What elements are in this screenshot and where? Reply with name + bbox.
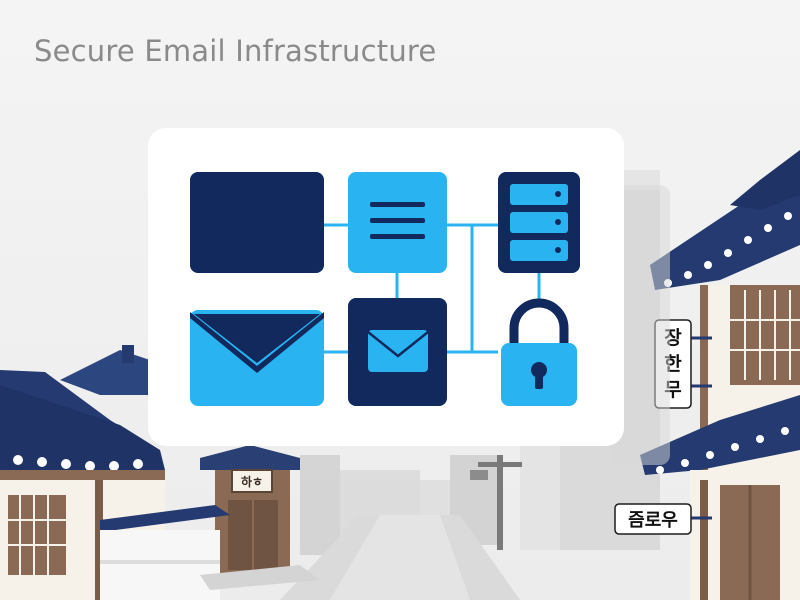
road <box>330 515 470 600</box>
horizontal-sign: 즘로우 <box>614 503 712 535</box>
window-icon <box>190 172 324 273</box>
document-icon <box>348 172 447 273</box>
page-title: Secure Email Infrastructure <box>34 34 437 68</box>
server-icon <box>498 172 580 273</box>
mail-icon <box>348 298 447 406</box>
envelope-icon <box>190 310 324 406</box>
center-left-hanok <box>100 445 320 600</box>
right-hanok <box>640 150 800 600</box>
svg-text:즘로우: 즘로우 <box>628 510 678 531</box>
padlock-icon <box>501 298 577 406</box>
infrastructure-card <box>148 128 624 446</box>
utility-pole <box>470 455 522 550</box>
svg-text:하ㅎ: 하ㅎ <box>241 474 263 489</box>
